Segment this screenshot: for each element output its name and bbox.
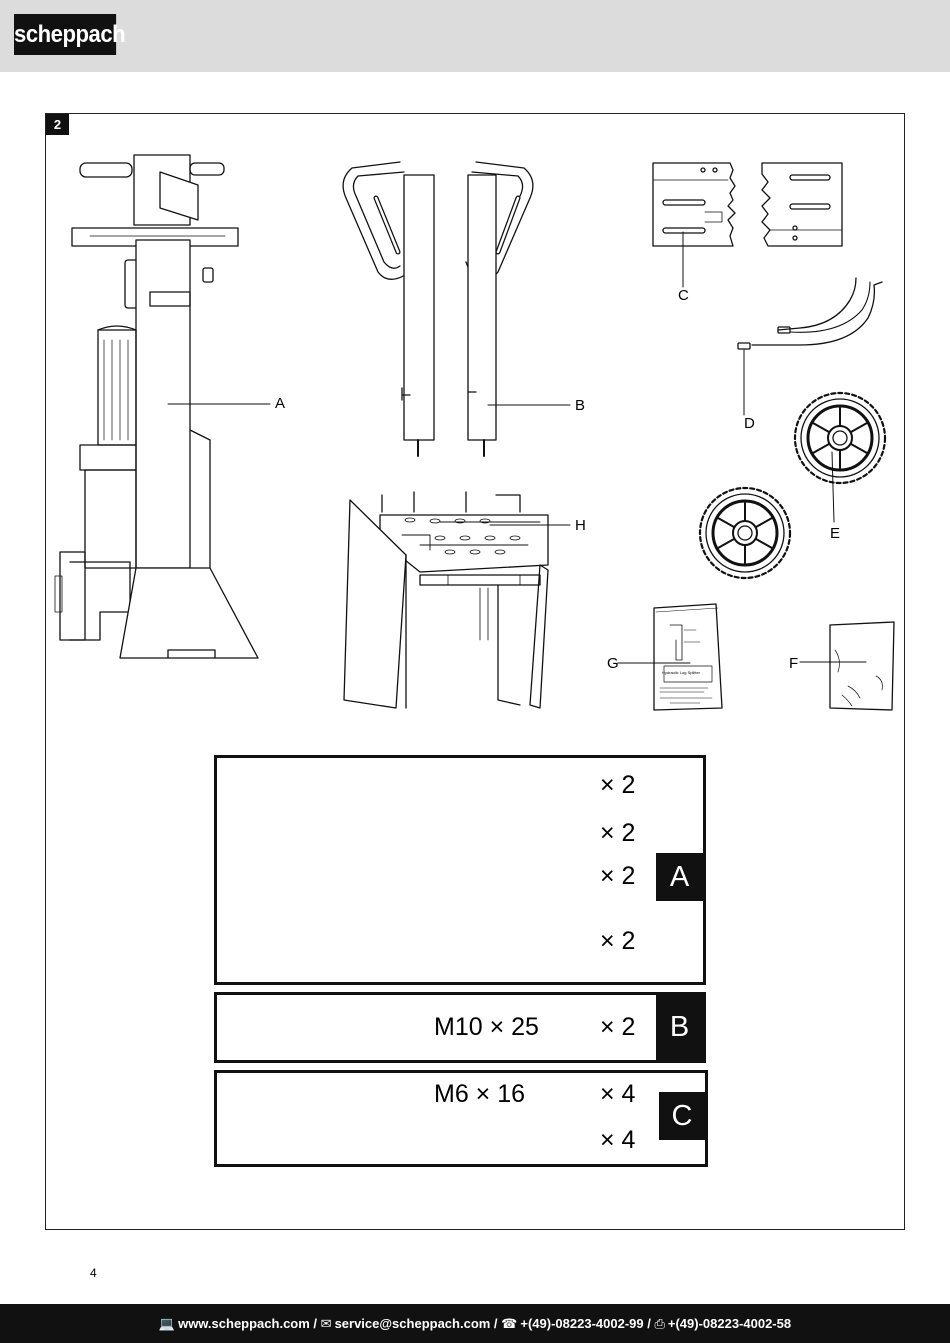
page-footer: 💻www.scheppach.com / ✉service@scheppach.… [0, 1304, 950, 1343]
handles-drawing [342, 161, 571, 457]
wheels-drawing [698, 391, 887, 580]
bag-drawing [799, 621, 895, 711]
page-header: scheppach [0, 0, 950, 72]
footer-phone: +(49)-08223-4002-99 / [520, 1316, 651, 1331]
fax-icon: ⎙ [654, 1316, 665, 1331]
parts-box-a-letter: A [656, 853, 703, 901]
footer-website[interactable]: www.scheppach.com / [178, 1316, 318, 1331]
footer-fax: +(49)-08223-4002-58 [667, 1316, 792, 1331]
parts-box-c [214, 1070, 708, 1167]
callout-d: D [744, 415, 755, 432]
callout-b: B [575, 397, 586, 414]
parts-box-c-letter: C [659, 1092, 705, 1140]
parts-box-b-size: M10 × 25 [434, 1013, 539, 1041]
callout-h: H [575, 517, 586, 534]
parts-box-c-size: M6 × 16 [434, 1080, 526, 1108]
parts-box-c-qty-2: × 4 [600, 1126, 636, 1154]
parts-box-b-qty: × 2 [600, 1013, 636, 1041]
footer-email[interactable]: service@scheppach.com / [334, 1316, 498, 1331]
page-number: 4 [90, 1266, 97, 1280]
parts-box-a-qty-2: × 2 [600, 819, 636, 847]
figure-number: 2 [46, 114, 69, 135]
phone-icon: ☎ [501, 1316, 518, 1331]
brand-logo: scheppach [14, 14, 126, 55]
parts-box-a [214, 755, 706, 985]
callout-g: G [607, 655, 619, 672]
work-table-drawing [343, 491, 571, 709]
figure-frame [45, 113, 905, 1230]
rods-drawing [737, 277, 883, 416]
manual-cover-title: Hydraulic Log Splitter [662, 670, 701, 675]
email-icon: ✉ [320, 1316, 332, 1331]
parts-box-a-qty-3: × 2 [600, 862, 636, 890]
parts-box-a-qty-1: × 2 [600, 771, 636, 799]
parts-box-c-qty-1: × 4 [600, 1080, 636, 1108]
computer-icon: 💻 [158, 1316, 176, 1331]
parts-box-a-qty-4: × 2 [600, 927, 636, 955]
parts-box-b-letter: B [656, 995, 703, 1060]
callout-e: E [830, 525, 841, 542]
manual-drawing [617, 603, 723, 711]
callout-a: A [275, 395, 286, 412]
log-splitter-body-drawing [54, 154, 271, 659]
callout-c: C [678, 287, 689, 304]
brackets-drawing [652, 162, 843, 288]
callout-f: F [789, 655, 799, 672]
parts-box-b [214, 992, 706, 1063]
